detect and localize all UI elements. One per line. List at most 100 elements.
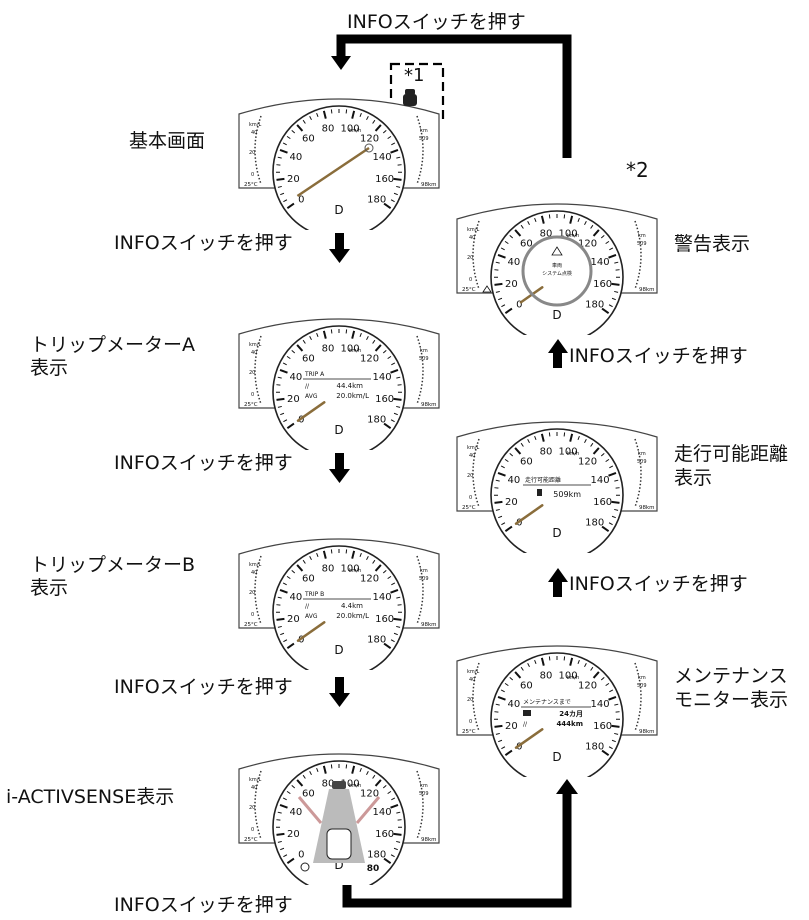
speed-tick-label: 180	[367, 194, 386, 205]
speed-tick	[286, 575, 291, 580]
note1-label: *1	[404, 65, 425, 86]
fuel-tick-label: 20	[249, 590, 255, 596]
speed-tick	[283, 639, 288, 643]
fuel-tick-label: 40	[251, 350, 257, 356]
up-arrow-1	[548, 339, 568, 368]
speed-tick	[611, 282, 620, 286]
speed-tick-label: 120	[578, 681, 597, 692]
range-title: 走行可能距離	[525, 476, 561, 484]
fuel-unit-label: km/L	[467, 445, 479, 451]
speed-needle	[296, 146, 370, 198]
speed-tick	[282, 362, 287, 366]
speed-tick	[500, 465, 505, 469]
speed-tick-label: 160	[375, 614, 394, 625]
outside-temperature: 25°C	[462, 729, 476, 735]
fuel-unit-label: km/L	[467, 227, 479, 233]
speed-tick-label: 60	[302, 574, 315, 585]
speed-tick	[592, 229, 600, 237]
speed-tick	[390, 419, 395, 423]
fuel-tick-label: 40	[469, 453, 475, 459]
speed-tick-label: 180	[585, 299, 604, 310]
label-tripA-line1: トリップメーターA	[30, 334, 195, 356]
speed-tick	[322, 330, 327, 339]
trip-avg-value: 20.0km/L	[336, 612, 369, 620]
speed-tick	[286, 642, 295, 649]
speed-tick	[605, 458, 610, 463]
speed-tick-label: 20	[287, 174, 300, 185]
speed-tick	[608, 746, 613, 750]
speed-tick	[390, 368, 399, 374]
speed-tick	[497, 695, 506, 701]
speed-tick-label: 60	[520, 681, 533, 692]
speed-tick-label: 140	[591, 475, 610, 486]
speed-tick-label: 160	[375, 394, 394, 405]
speed-tick	[391, 142, 396, 146]
speed-tick	[601, 307, 610, 314]
speed-tick	[390, 588, 399, 594]
switch-label-1: INFOスイッチを押す	[114, 232, 293, 254]
own-vehicle-icon	[326, 828, 352, 860]
speed-tick	[283, 199, 288, 203]
speed-tick-label: 80	[322, 343, 335, 354]
speed-tick	[286, 135, 291, 140]
speed-tick	[614, 732, 619, 735]
speed-tick	[390, 803, 399, 809]
speed-tick-label: 140	[373, 152, 392, 163]
speed-tick-label: 40	[508, 699, 521, 710]
speed-tick	[279, 148, 288, 154]
outside-temperature: 25°C	[244, 402, 258, 408]
speed-tick	[390, 854, 395, 858]
speed-tick	[393, 847, 398, 851]
speed-tick	[590, 224, 594, 229]
speed-tick	[497, 253, 506, 259]
speed-tick	[316, 112, 319, 118]
speed-tick	[359, 767, 362, 773]
speed-tick	[600, 234, 605, 239]
speed-tick	[322, 110, 327, 119]
speed-tick	[283, 854, 288, 858]
speed-tick-label: 60	[520, 457, 533, 468]
speed-tick	[277, 376, 282, 379]
range-unit-label: km	[420, 348, 428, 354]
speed-tick	[374, 124, 382, 132]
fuel-tick-label: 0	[251, 172, 254, 178]
speed-tick	[390, 148, 399, 154]
speed-tick-label: 60	[302, 354, 315, 365]
cruise-set-speed: 80	[367, 864, 380, 874]
car-icon	[403, 94, 417, 106]
speed-unit-label: km/h	[349, 128, 362, 134]
cluster-range: 020406080100120140160180km/hDkm/L4020025…	[453, 393, 661, 562]
range-unit-label: km	[420, 568, 428, 574]
down-arrow-3	[329, 677, 350, 707]
label-tripB-line2: 表示	[30, 577, 69, 599]
speed-tick	[601, 525, 610, 532]
speed-tick-label: 20	[505, 497, 518, 508]
label-warning: 警告表示	[674, 233, 751, 255]
speed-tick	[608, 522, 613, 526]
speed-tick-label: 120	[360, 574, 379, 585]
speed-tick	[540, 657, 545, 666]
speed-tick	[277, 405, 282, 408]
range-bottom-value: 98km	[639, 505, 655, 511]
note2-label: *2	[626, 158, 649, 182]
fuel-tick-label: 40	[251, 570, 257, 576]
label-activsense: i-ACTIVSENSE表示	[6, 786, 175, 808]
speed-tick	[614, 479, 619, 482]
speed-tick	[614, 261, 619, 264]
range-value-small: 509	[419, 136, 429, 142]
range-unit-label: km	[638, 233, 646, 239]
loop-top-path	[336, 34, 572, 158]
speed-tick	[600, 452, 605, 457]
speed-tick	[504, 458, 509, 463]
speed-tick	[296, 124, 304, 132]
speed-tick	[527, 221, 530, 226]
label-tripA-line2: 表示	[30, 357, 69, 379]
speed-tick	[495, 261, 500, 264]
speed-tick	[280, 847, 285, 851]
range-value-small: 509	[419, 356, 429, 362]
gear-indicator: D	[334, 423, 343, 437]
speed-tick	[309, 556, 312, 561]
speed-tick	[393, 397, 402, 401]
